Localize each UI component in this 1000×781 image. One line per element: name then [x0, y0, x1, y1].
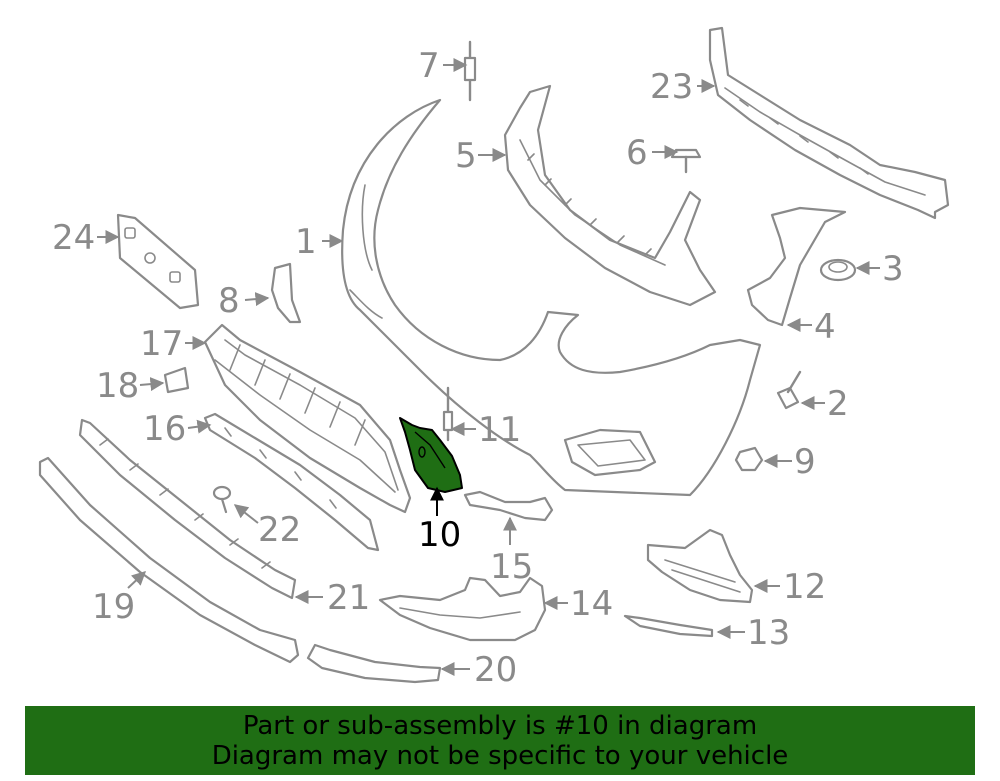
callout-6: 6 [626, 133, 648, 173]
banner-line-1: Part or sub-assembly is #10 in diagram [242, 710, 758, 741]
callout-9: 9 [794, 442, 816, 482]
callout-leaders [97, 58, 880, 676]
callout-10: 10 [418, 515, 461, 555]
part-3-nut [819, 258, 857, 282]
callout-4: 4 [814, 307, 836, 347]
part-16-trim [203, 412, 380, 552]
part-13-strip [623, 614, 714, 638]
callout-19: 19 [92, 587, 135, 627]
callout-24: 24 [52, 218, 95, 258]
part-12-fog-grille [646, 528, 754, 604]
callout-7: 7 [418, 46, 440, 86]
callout-1: 1 [295, 222, 317, 262]
part-21-lower-trim [78, 418, 297, 600]
part-9-nut [734, 446, 764, 472]
callout-12: 12 [783, 567, 826, 607]
banner-line-2: Diagram may not be specific to your vehi… [211, 740, 789, 771]
callout-23: 23 [650, 67, 693, 107]
callout-22: 22 [258, 510, 301, 550]
callout-13: 13 [747, 613, 790, 653]
part-19-lip [38, 456, 300, 664]
callout-3: 3 [882, 249, 904, 289]
callout-2: 2 [827, 384, 849, 424]
part-11-bolt [442, 386, 454, 442]
callout-5: 5 [455, 136, 477, 176]
info-banner: Part or sub-assembly is #10 in diagram D… [25, 706, 975, 775]
callout-18: 18 [96, 366, 139, 406]
part-24-plate-bracket [116, 213, 200, 310]
part-7-bolt [463, 40, 477, 102]
callout-16: 16 [143, 409, 186, 449]
part-8-bracket [270, 262, 302, 324]
callout-11: 11 [478, 410, 521, 450]
part-5-absorber [503, 84, 717, 307]
part-15-bracket [463, 490, 554, 522]
callout-numbers: 1 2 3 4 5 6 7 8 9 10 11 12 13 14 15 16 1… [52, 46, 904, 690]
callout-14: 14 [570, 584, 613, 624]
part-10-highlighted [399, 417, 463, 493]
part-4-side-bracket [746, 206, 847, 327]
part-18-clip [163, 366, 190, 394]
part-2-bolt [776, 370, 802, 410]
part-23-reinforcement [708, 26, 950, 220]
callout-8: 8 [218, 281, 240, 321]
callout-17: 17 [140, 324, 183, 364]
part-20-strip [306, 643, 442, 684]
part-14-frame [378, 576, 547, 642]
part-22-pin [212, 485, 232, 514]
callout-15: 15 [490, 547, 533, 587]
callout-21: 21 [327, 578, 370, 618]
part-1-bumper-cover [341, 98, 762, 497]
parts-diagram: 1 2 3 4 5 6 7 8 9 10 11 12 13 14 15 16 1… [38, 26, 950, 690]
part-17-grille [203, 323, 412, 514]
part-6-clip [670, 148, 702, 174]
callout-20: 20 [474, 650, 517, 690]
